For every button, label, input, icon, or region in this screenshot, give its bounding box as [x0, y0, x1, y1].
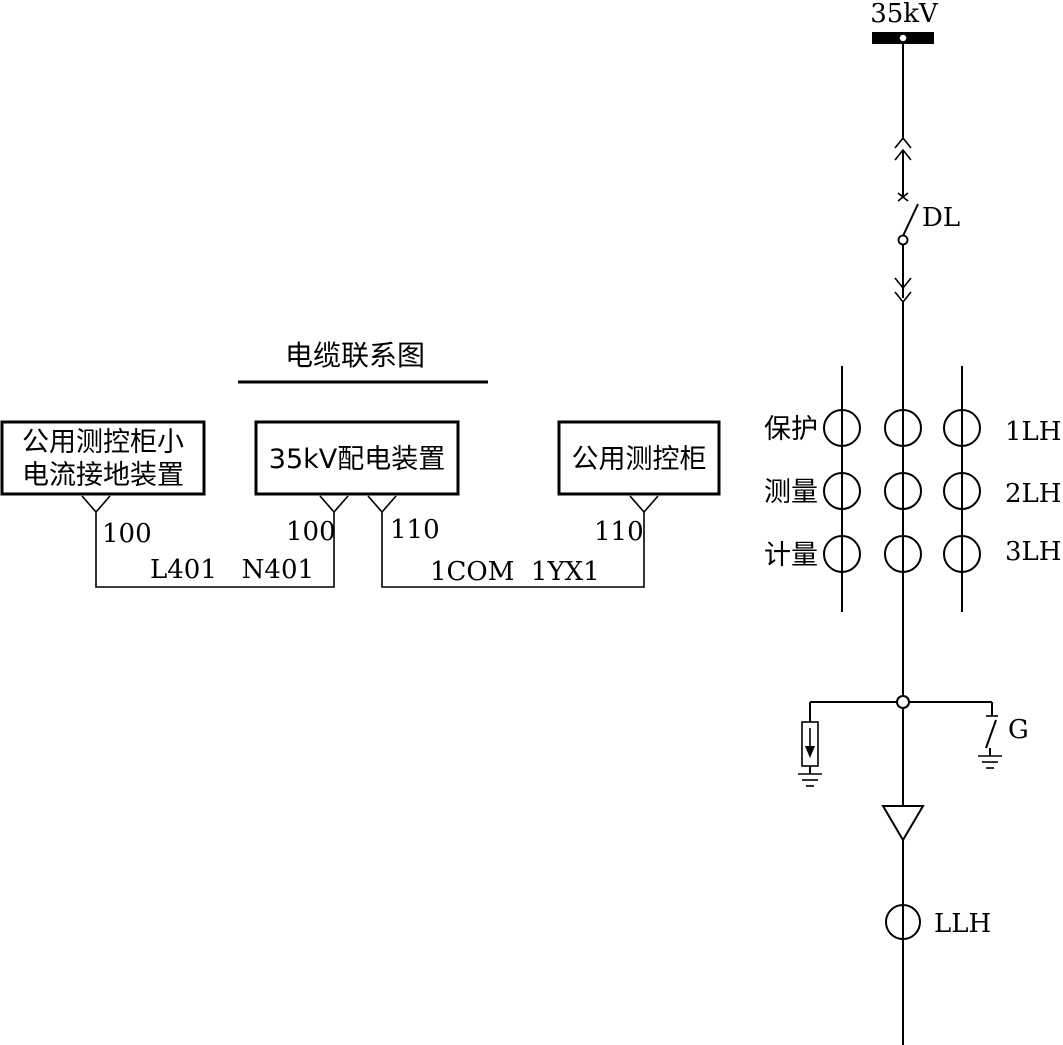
cable-connection-diagram: 电缆联系图 公用测控柜小 电流接地装置 35kV配电装置 公用测控柜 100 1… [0, 339, 721, 588]
terminal-connector-icon [629, 495, 659, 514]
ct-row-protection: 保护 1LH [764, 409, 1061, 447]
ct-icon [823, 535, 861, 573]
terminal-number: 100 [102, 519, 152, 549]
circuit-breaker-icon [897, 192, 919, 246]
surge-arrester-icon [798, 702, 822, 787]
terminal-number: 110 [594, 517, 644, 547]
cable-left-label: L401 N401 [150, 555, 314, 585]
ct-icon [823, 409, 861, 447]
terminal-connector-icon [319, 495, 349, 514]
box-left-line2: 电流接地装置 [22, 460, 184, 491]
ct-icon [884, 409, 922, 447]
zero-sequence-ct-icon [885, 904, 921, 940]
cable-diagram-title: 电缆联系图 [285, 339, 425, 372]
terminal-number: 110 [390, 515, 440, 545]
zero-seq-ct-label: LLH [934, 909, 991, 939]
breaker-label: DL [922, 203, 960, 233]
terminal-connector-icon [367, 495, 397, 514]
bus-connection-point [898, 33, 908, 43]
cable-termination-icon [881, 805, 925, 842]
ct-purpose-label: 保护 [764, 414, 818, 445]
ct-icon [943, 409, 981, 447]
earthing-switch-icon [978, 702, 1002, 769]
ct-icon [943, 535, 981, 573]
box-right-label: 公用测控柜 [572, 444, 707, 475]
ct-purpose-label: 计量 [764, 540, 818, 571]
box-center-label: 35kV配电装置 [269, 444, 445, 475]
ct-name-label: 1LH [1005, 417, 1061, 447]
earthing-switch-label: G [1008, 715, 1029, 745]
cable-right-label: 1COM 1YX1 [430, 557, 600, 587]
ct-icon [884, 535, 922, 573]
box-left-line1: 公用测控柜小 [22, 427, 184, 458]
box-left-cabinet [0, 420, 206, 496]
ct-purpose-label: 测量 [764, 477, 818, 508]
ct-row-measurement: 测量 2LH [764, 472, 1061, 510]
ct-row-metering: 计量 3LH [764, 535, 1061, 573]
cable-left [95, 512, 335, 588]
ct-icon [943, 472, 981, 510]
ct-icon [884, 472, 922, 510]
ct-name-label: 3LH [1005, 537, 1061, 567]
bus-label: 35kV [870, 0, 939, 29]
box-center-switchgear [254, 420, 460, 496]
junction-point [896, 695, 910, 709]
terminal-number: 100 [286, 517, 336, 547]
ct-name-label: 2LH [1005, 479, 1061, 509]
single-line-diagram: 35kV DL [764, 0, 1061, 1045]
cable-right [381, 512, 645, 588]
box-right-cabinet [557, 420, 721, 496]
ct-icon [823, 472, 861, 510]
terminal-connector-icon [81, 495, 111, 514]
